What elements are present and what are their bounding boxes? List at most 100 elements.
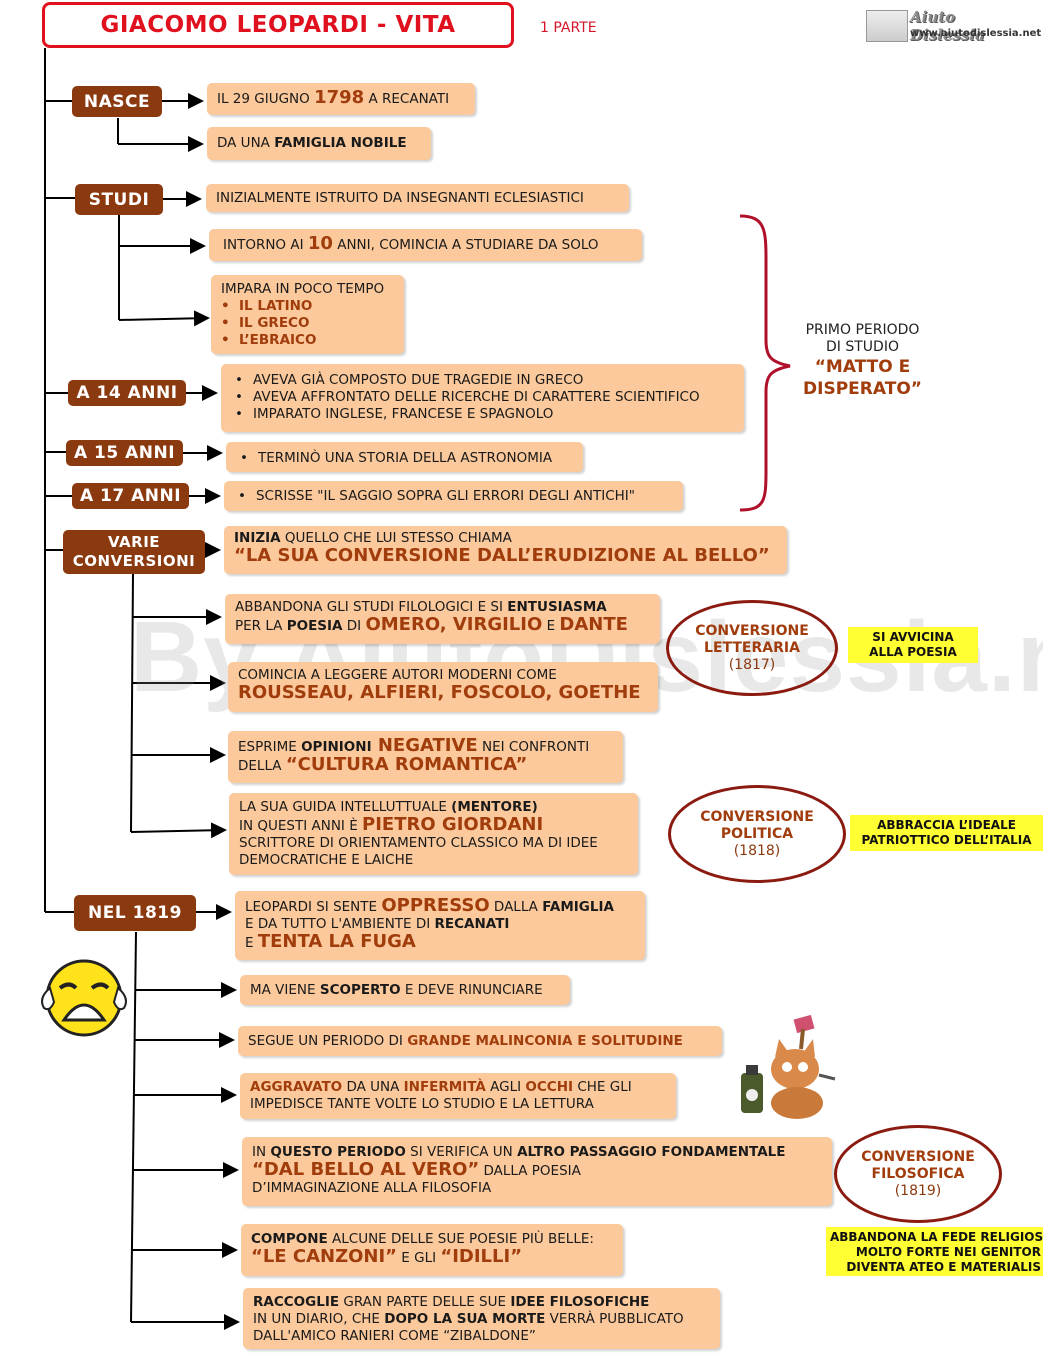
studi-3-item-0: • IL LATINO (221, 298, 313, 314)
part-label: 1 PARTE (540, 20, 597, 36)
abb-1: ABBANDONA GLI STUDI FILOLOGICI E SI (235, 599, 508, 615)
abb-2: PER LA (235, 618, 287, 634)
esp-2big: “CULTURA ROMANTICA” (285, 754, 528, 775)
rac-2: IN UN DIARIO, CHE (253, 1311, 385, 1327)
abb-2big2: DANTE (559, 614, 628, 635)
box-studi-3: IMPARA IN POCO TEMPO • IL LATINO • IL GR… (211, 275, 404, 354)
category-a15: A 15 ANNI (66, 440, 183, 466)
oval-fil-year: (1819) (894, 1183, 942, 1199)
box-zibaldone: RACCOGLIE GRAN PARTE DELLE SUE IDEE FILO… (243, 1288, 720, 1349)
abb-2big: OMERO, VIRGILIO (365, 614, 543, 635)
oval-let-l1: CONVERSIONE (695, 623, 809, 639)
abb-1b: ENTUSIASMA (507, 599, 607, 615)
studi-3-item-1: • IL GRECO (221, 315, 310, 331)
category-varie-line1: VARIE (107, 533, 161, 551)
box-aggravato: AGGRAVATO DA UNA INFERMITÀ AGLI OCCHI CH… (240, 1073, 676, 1119)
agg-1e: OCCHI (525, 1079, 574, 1095)
box-abbandona: ABBANDONA GLI STUDI FILOLOGICI E SI ENTU… (225, 594, 660, 644)
box-passaggio: IN QUESTO PERIODO SI VERIFICA UN ALTRO P… (242, 1137, 832, 1206)
category-nel-1819: NEL 1819 (74, 895, 196, 931)
opp-3: E (245, 935, 258, 951)
rac-3: DALL'AMICO RANIERI COME “ZIBALDONE” (253, 1328, 536, 1344)
logo-url: www.aiutodislessia.net (910, 28, 1042, 39)
opp-1c: FAMIGLIA (542, 899, 614, 915)
esp-1b: OPINIONI (301, 739, 372, 755)
opp-1: LEOPARDI SI SENTE (245, 899, 382, 915)
studi-2-post: ANNI, COMINCIA A STUDIARE DA SOLO (332, 237, 599, 253)
mal-1: SEGUE UN PERIODO DI (248, 1033, 408, 1049)
opp-2: E DA TUTTO L'AMBIENTE DI (245, 916, 435, 932)
rac-1b: RACCOGLIE (253, 1294, 340, 1310)
can-1b: COMPONE (251, 1231, 328, 1247)
box-a15: TERMINÒ UNA STORIA DELLA ASTRONOMIA (226, 442, 583, 472)
can-2: E GLI (397, 1250, 441, 1266)
a14-item-1: AVEVA AFFRONTATO DELLE RICERCHE DI CARAT… (251, 389, 734, 406)
box-a17: SCRISSE "IL SAGGIO SOPRA GLI ERRORI DEGL… (224, 481, 683, 511)
logo-name: Aiuto Dislessia (910, 8, 985, 44)
com-big: ROUSSEAU, ALFIERI, FOSCOLO, GOETHE (238, 682, 641, 703)
rac-1c: IDEE FILOSOFICHE (510, 1294, 650, 1310)
esp-2: DELLA (238, 758, 286, 774)
note-fede-1: ABBANDONA LA FEDE RELIGIOS (830, 1230, 1043, 1244)
box-studi-2: INTORNO AI 10 ANNI, COMINCIA A STUDIARE … (209, 229, 642, 261)
pas-3: D’IMMAGINAZIONE ALLA FILOSOFIA (252, 1180, 492, 1196)
oval-conversione-letteraria: CONVERSIONE LETTERARIA (1817) (666, 600, 838, 696)
opp-1b: DALLA (489, 899, 543, 915)
pas-2big: “DAL BELLO AL VERO” (252, 1159, 480, 1180)
studi-3-head: IMPARA IN POCO TEMPO (221, 281, 385, 297)
note-ideale-1: ABBRACCIA L’IDEALE (877, 818, 1016, 832)
box-oppresso: LEOPARDI SI SENTE OPPRESSO DALLA FAMIGLI… (235, 891, 645, 960)
category-a14: A 14 ANNI (68, 380, 186, 406)
inizia-text: QUELLO CHE LUI STESSO CHIAMA (280, 530, 512, 546)
sick-cat-illustration (741, 1015, 836, 1119)
birth-year: 1798 (314, 87, 365, 108)
oval-pol-year: (1818) (733, 843, 781, 859)
oval-fil-l2: FILOSOFICA (871, 1166, 965, 1182)
family-bold: FAMIGLIA NOBILE (274, 135, 407, 151)
sco-1b: SCOPERTO (319, 982, 401, 998)
agg-1c: INFERMITÀ (403, 1079, 486, 1095)
pas-1d: ALTRO PASSAGGIO FONDAMENTALE (517, 1144, 786, 1160)
crying-face-icon (41, 959, 127, 1037)
abb-2d: E (542, 618, 560, 634)
gui-3: SCRITTORE DI ORIENTAMENTO CLASSICO MA DI… (239, 835, 598, 851)
pas-1c: SI VERIFICA UN (405, 1144, 518, 1160)
box-esprime: ESPRIME OPINIONI NEGATIVE NEI CONFRONTI … (228, 731, 623, 783)
agg-1d: AGLI (485, 1079, 526, 1095)
note-poesia: SI AVVICINA ALLA POESIA (848, 627, 978, 663)
studi-3-item-2: • L’EBRAICO (221, 332, 317, 348)
oval-conversione-filosofica: CONVERSIONE FILOSOFICA (1819) (834, 1125, 1002, 1223)
category-a17: A 17 ANNI (72, 483, 189, 509)
brace-shape (739, 214, 791, 512)
pas-2: DALLA POESIA (479, 1163, 581, 1179)
primo-l2: DI STUDIO (826, 339, 899, 355)
oval-fil-l1: CONVERSIONE (861, 1149, 975, 1165)
note-poesia-1: SI AVVICINA (872, 630, 954, 644)
agg-1: DA UNA (342, 1079, 404, 1095)
esp-1big: NEGATIVE (371, 735, 478, 756)
rac-1: GRAN PARTE DELLE SUE (339, 1294, 511, 1310)
book-icon (866, 10, 908, 42)
category-studi: STUDI (75, 184, 163, 215)
opp-3big: TENTA LA FUGA (257, 931, 416, 952)
agg-1b: AGGRAVATO (250, 1079, 343, 1095)
a17-item: SCRISSE "IL SAGGIO SOPRA GLI ERRORI DEGL… (254, 488, 673, 505)
box-malinconia: SEGUE UN PERIODO DI GRANDE MALINCONIA E … (238, 1026, 722, 1056)
pas-1b: QUESTO PERIODO (270, 1144, 406, 1160)
birth-date-pre: IL 29 GIUGNO (217, 91, 315, 107)
agg-2: IMPEDISCE TANTE VOLTE LO STUDIO E LA LET… (250, 1096, 594, 1112)
abb-2b: POESIA (286, 618, 343, 634)
gui-2: IN QUESTI ANNI È (239, 818, 363, 834)
rac-2c: VERRÀ PUBBLICATO (545, 1311, 684, 1327)
inizia-big: “LA SUA CONVERSIONE DALL’ERUDIZIONE AL B… (234, 545, 770, 566)
primo-l4: DISPERATO” (803, 379, 922, 399)
gui-4: DEMOCRATICHE E LAICHE (239, 852, 414, 868)
a14-item-0: AVEVA GIÀ COMPOSTO DUE TRAGEDIE IN GRECO (251, 372, 734, 389)
box-family: DA UNA FAMIGLIA NOBILE (207, 127, 431, 160)
can-1: ALCUNE DELLE SUE POESIE PIÙ BELLE: (327, 1231, 594, 1247)
gui-2big: PIETRO GIORDANI (362, 814, 544, 835)
category-varie-conversioni: VARIE CONVERSIONI (63, 530, 205, 574)
gui-1: LA SUA GUIDA INTELLUTTUALE (239, 799, 452, 815)
oval-pol-l1: CONVERSIONE (700, 809, 814, 825)
